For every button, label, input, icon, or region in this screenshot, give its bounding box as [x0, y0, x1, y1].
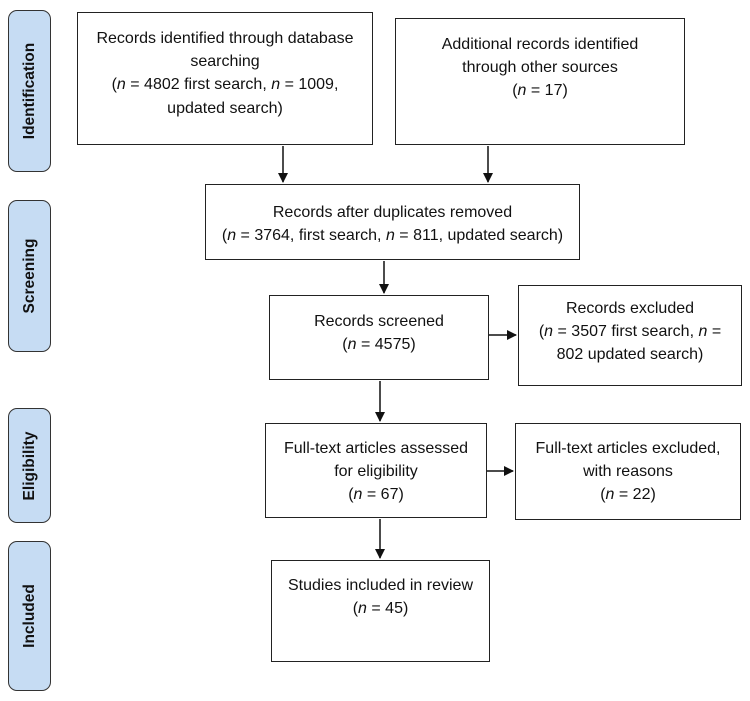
records-screened-box: Records screened (n = 4575) — [269, 295, 489, 380]
text-segment: through other sources — [462, 59, 618, 77]
box-text-line: Studies included in review — [288, 574, 473, 597]
text-segment: ( — [512, 82, 518, 100]
italic-n: n — [605, 486, 615, 504]
text-segment: = — [707, 323, 722, 341]
box-text-line: (n = 4802 first search, n = 1009, — [112, 73, 339, 96]
text-segment: ( — [111, 76, 117, 94]
text-segment: ( — [352, 600, 359, 618]
records-excluded-box: Records excluded (n = 3507 first search, … — [518, 285, 742, 386]
phase-screening: Screening — [8, 200, 51, 352]
phase-included: Included — [8, 541, 51, 691]
box-text-line: (n = 45) — [353, 597, 409, 620]
fulltext-assessed-box: Full-text articles assessed for eligibili… — [265, 423, 487, 518]
text-segment: = 22) — [614, 486, 656, 504]
text-segment: = 4575) — [356, 336, 416, 354]
phase-identification: Identification — [8, 10, 51, 172]
italic-n: n — [116, 76, 126, 94]
box-text-line: 802 updated search) — [557, 343, 704, 366]
text-segment: ( — [221, 227, 228, 245]
text-segment: = 67) — [362, 486, 404, 504]
text-segment: searching — [190, 53, 260, 71]
text-segment: Records identified through database — [96, 30, 354, 47]
box-text-line: (n = 4575) — [342, 333, 415, 356]
text-segment: ( — [348, 486, 354, 504]
box-text-line: Additional records identified — [442, 33, 639, 56]
text-segment: ( — [342, 336, 348, 354]
text-segment: ( — [600, 486, 606, 504]
duplicates-removed-box: Records after duplicates removed(n = 376… — [205, 184, 580, 260]
box-text-line: (n = 22) — [600, 483, 656, 506]
box-text-line: Full-text articles assessed — [284, 437, 468, 460]
text-segment: = 811, updated search) — [394, 227, 564, 245]
text-segment: ( — [538, 323, 545, 341]
text-segment: Records screened — [314, 313, 444, 330]
text-segment: = 3764, first search, — [236, 227, 386, 245]
box-text-line: (n = 3764, first search, n = 811, update… — [222, 224, 563, 247]
italic-n: n — [698, 323, 708, 341]
italic-n: n — [517, 82, 527, 100]
text-segment: for eligibility — [334, 463, 418, 481]
text-segment: = 1009, — [280, 76, 339, 94]
text-segment: 802 updated search) — [556, 346, 704, 364]
box-text-line: searching — [190, 50, 259, 73]
text-segment: = 3507 first search, — [553, 323, 699, 341]
text-segment: = 45) — [366, 600, 409, 618]
box-text-line: (n = 67) — [348, 483, 404, 506]
italic-n: n — [271, 76, 281, 94]
text-segment: = 4802 first search, — [125, 76, 272, 94]
box-text-line: Full-text articles excluded, — [536, 437, 721, 460]
box-text-line: Records excluded — [566, 297, 694, 320]
italic-n: n — [353, 486, 363, 504]
italic-n: n — [347, 336, 357, 354]
box-text-line: updated search) — [167, 97, 283, 120]
italic-n: n — [385, 227, 395, 245]
text-segment: = 17) — [526, 82, 568, 100]
records-identified-database-box: Records identified through database searc… — [77, 12, 373, 145]
text-segment: Full-text articles assessed — [283, 440, 469, 457]
box-text-line: for eligibility — [334, 460, 418, 483]
text-segment: Records after duplicates removed — [272, 204, 513, 221]
box-text-line: Records screened — [314, 310, 444, 333]
box-text-line: with reasons — [583, 460, 673, 483]
box-text-line: (n = 17) — [512, 79, 568, 102]
text-segment: Additional records identified — [441, 36, 639, 53]
italic-n: n — [544, 323, 554, 341]
box-text-line: (n = 3507 first search, n = — [539, 320, 721, 343]
italic-n: n — [227, 227, 237, 245]
text-segment: with reasons — [583, 463, 673, 481]
phase-eligibility: Eligibility — [8, 408, 51, 523]
fulltext-excluded-box: Full-text articles excluded, with reasons… — [515, 423, 741, 520]
text-segment: Studies included in review — [288, 577, 473, 594]
text-segment: Records excluded — [565, 300, 695, 317]
box-text-line: Records after duplicates removed — [273, 201, 512, 224]
italic-n: n — [358, 600, 367, 618]
box-text-line: Records identified through database — [96, 27, 353, 50]
additional-records-box: Additional records identified through oth… — [395, 18, 685, 145]
box-text-line: through other sources — [462, 56, 618, 79]
text-segment: Full-text articles excluded, — [535, 440, 721, 457]
studies-included-box: Studies included in review (n = 45) — [271, 560, 490, 662]
text-segment: updated search) — [167, 99, 283, 117]
